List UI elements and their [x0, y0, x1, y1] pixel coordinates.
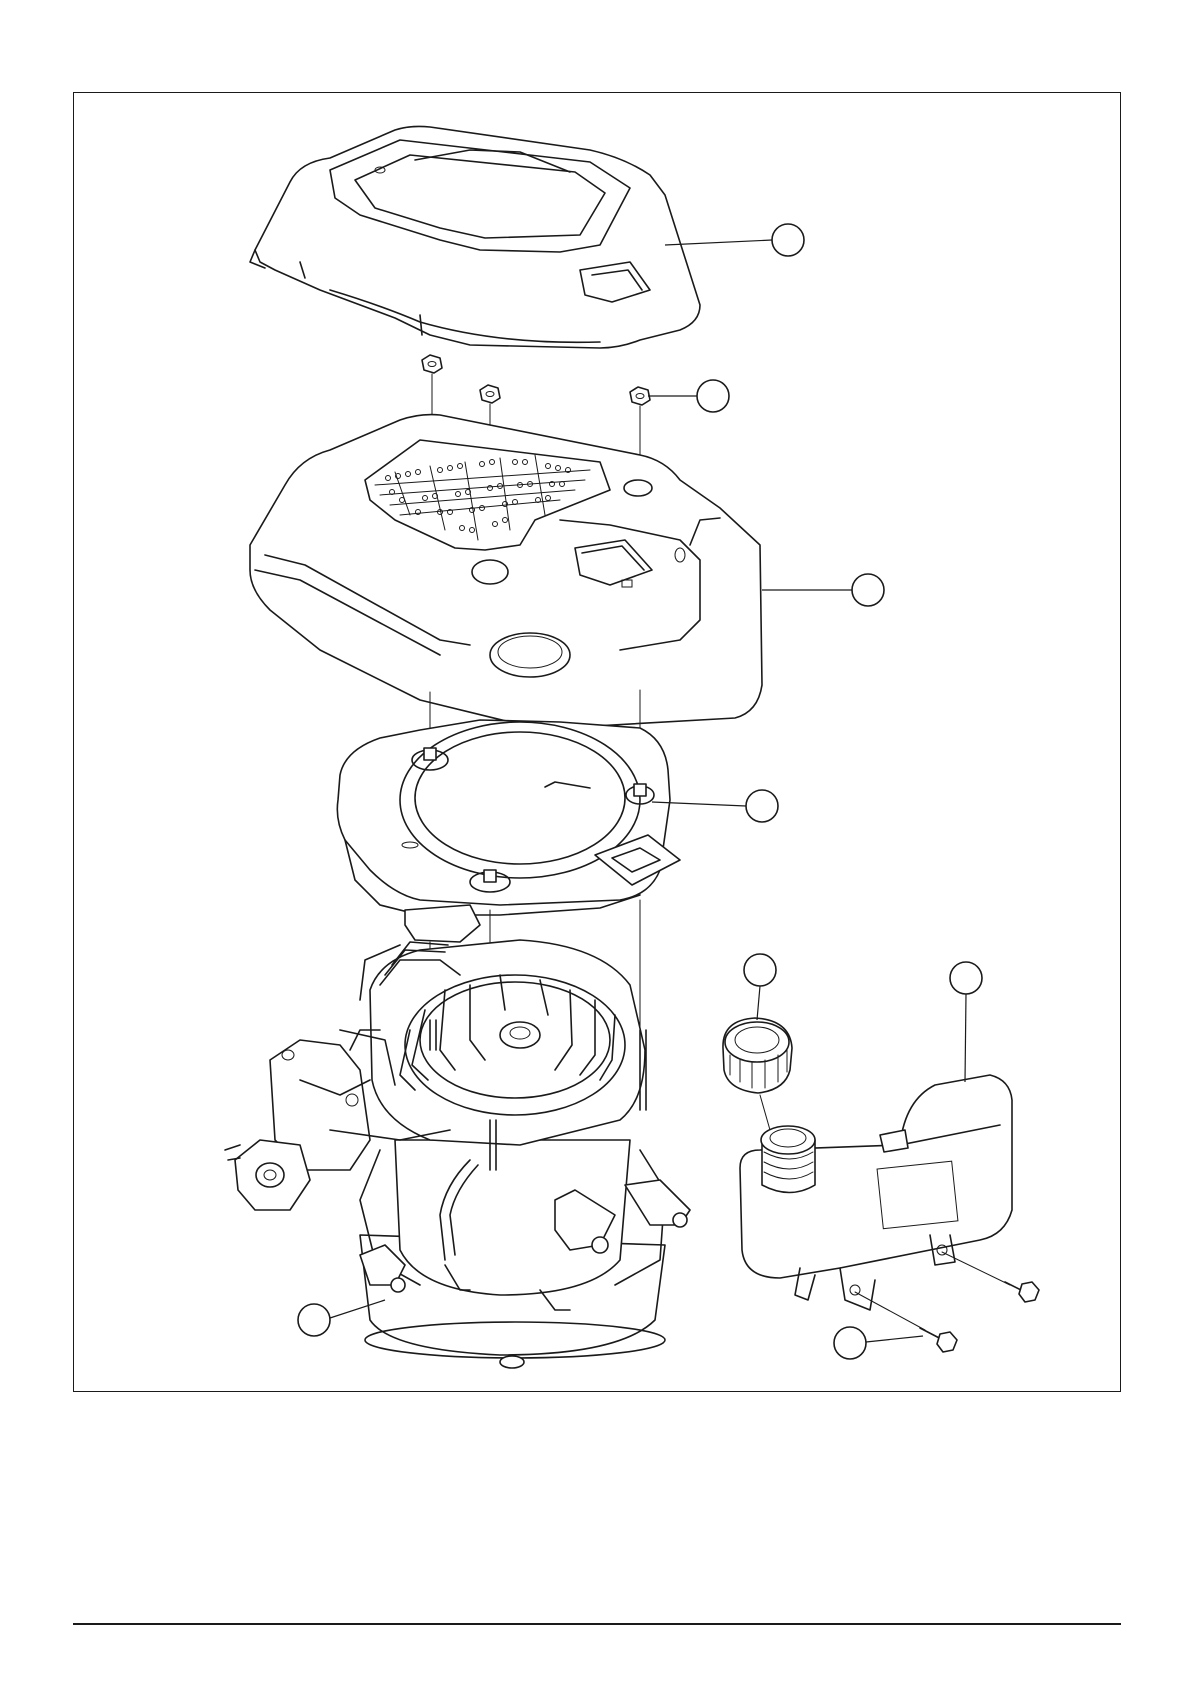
tank-bolt	[855, 1292, 957, 1352]
callout-cover-nut	[648, 380, 729, 412]
tank-bolts	[855, 1252, 1039, 1352]
callout-engine-cover	[762, 574, 884, 606]
callout-fan-housing	[652, 790, 778, 822]
fan-housing	[337, 720, 680, 942]
engine-cover	[250, 415, 762, 728]
top-cover	[250, 126, 700, 348]
engine-block	[225, 940, 690, 1368]
footer-rule	[73, 1623, 1121, 1625]
callout-top-cover	[665, 224, 804, 256]
callout-fuel-tank	[950, 962, 982, 1082]
callout-tank-bolt	[834, 1327, 923, 1359]
tank-bolt	[942, 1252, 1039, 1302]
fuel-tank	[740, 1075, 1012, 1310]
fuel-cap	[723, 1018, 792, 1130]
callout-fuel-cap	[744, 954, 776, 1020]
